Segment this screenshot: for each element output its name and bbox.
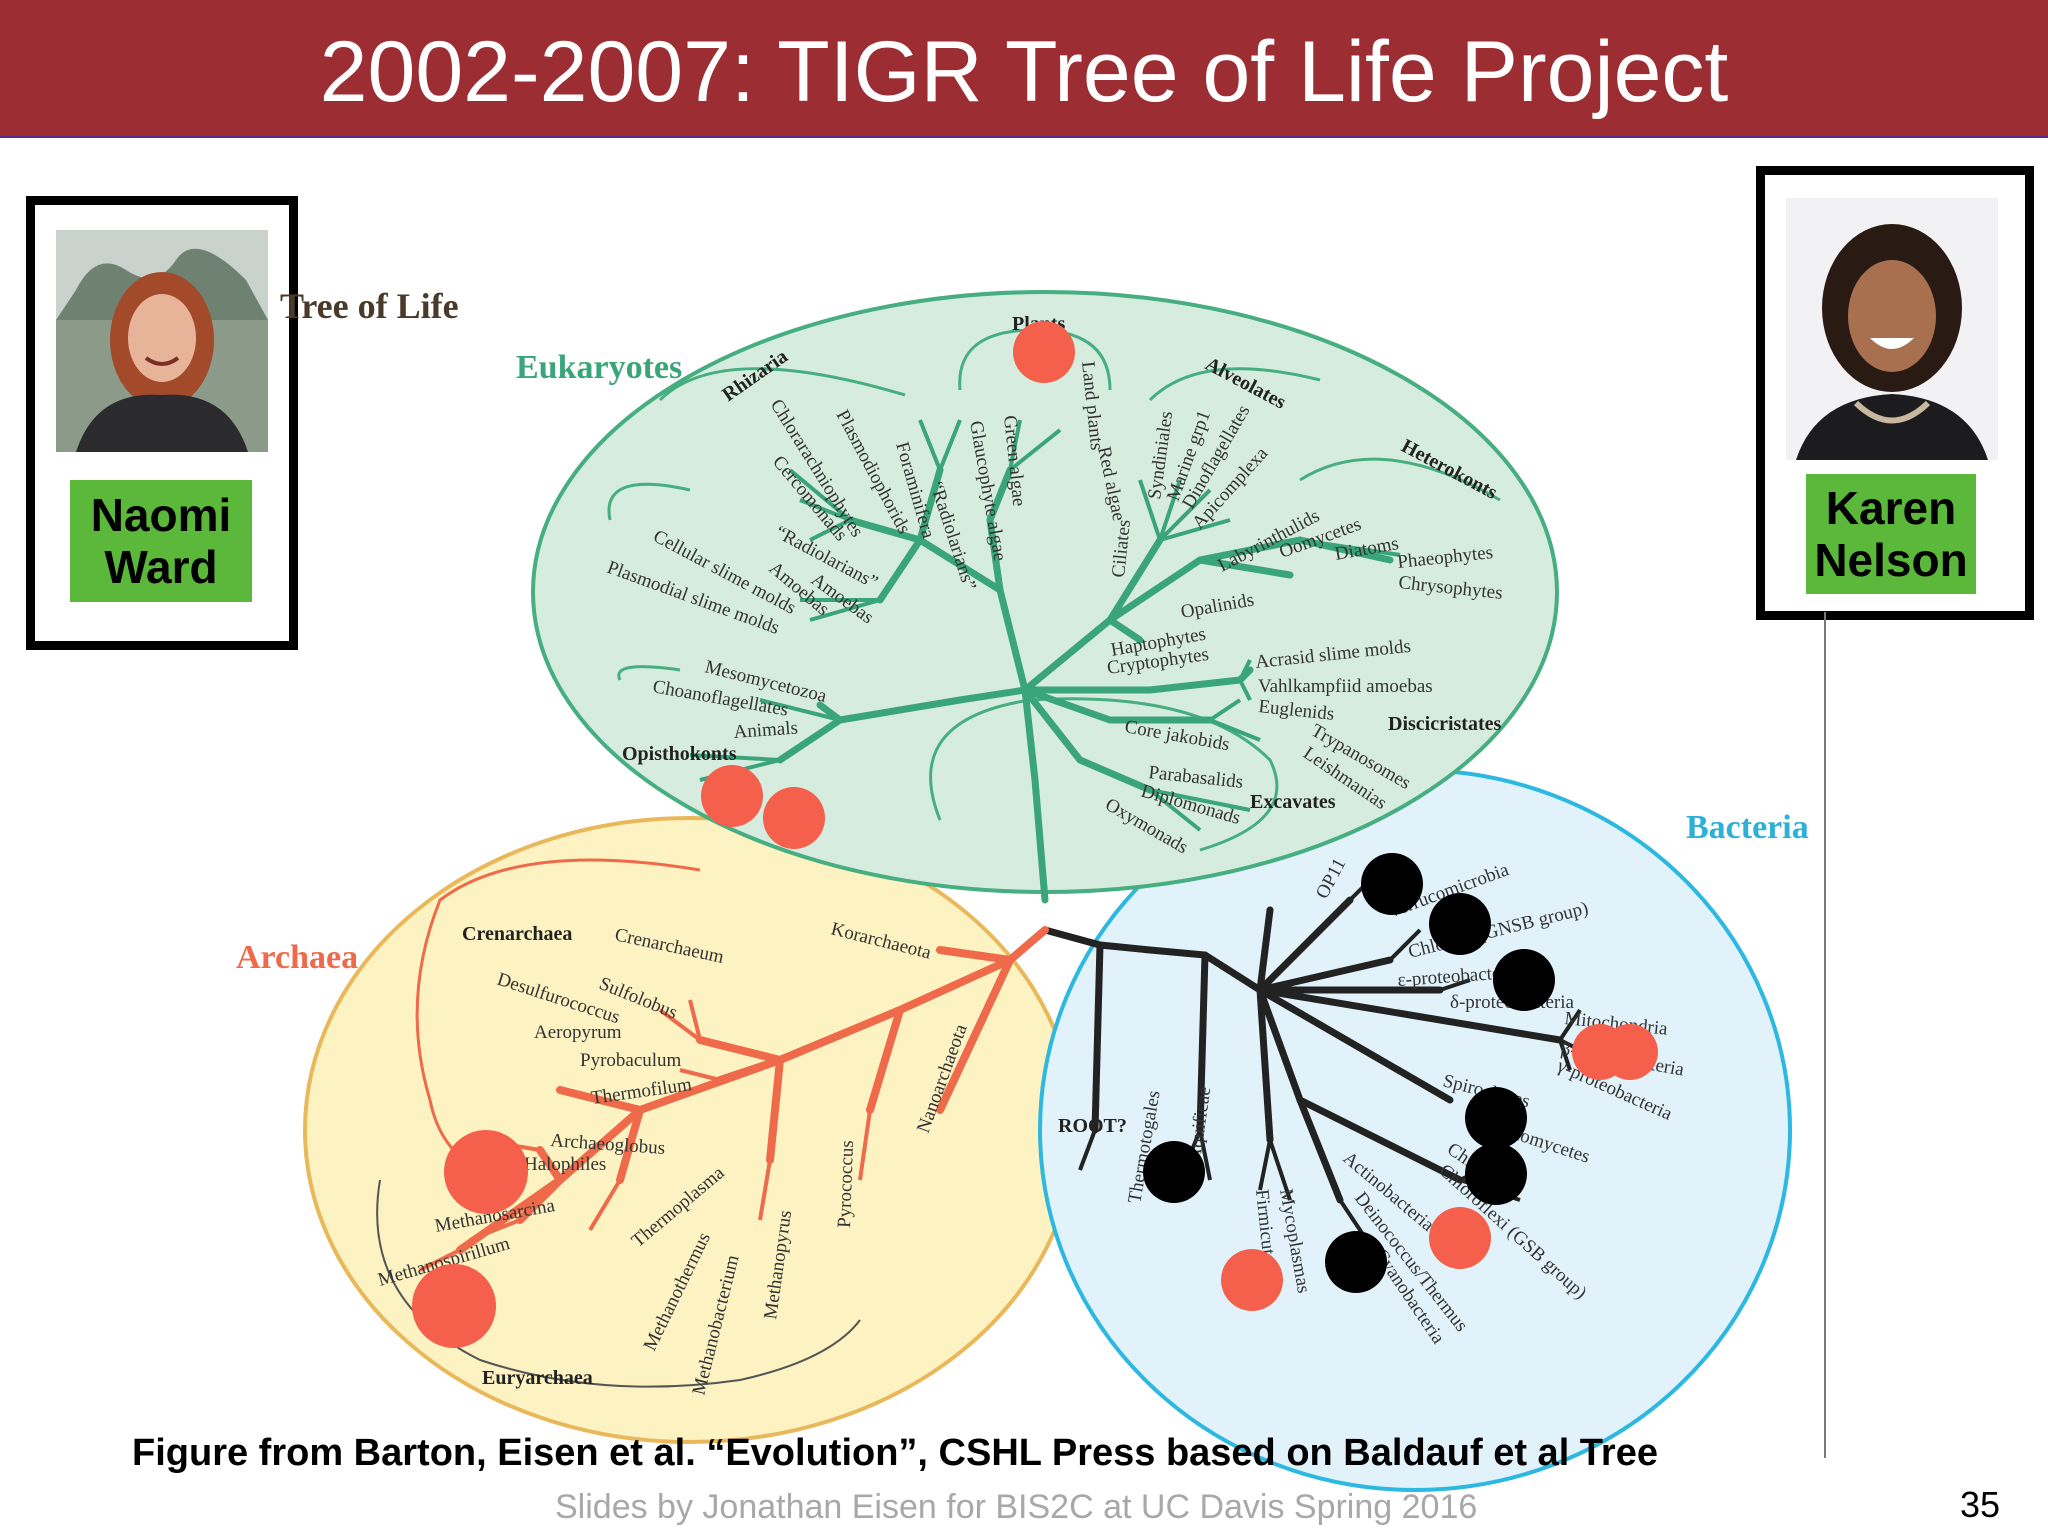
taxon-animals: Animals — [733, 718, 799, 743]
eukaryotes-label: Eukaryotes — [516, 349, 682, 386]
black-marker — [1361, 853, 1423, 915]
slide-title: 2002-2007: TIGR Tree of Life Project — [319, 24, 1729, 120]
red-marker — [1429, 1207, 1491, 1269]
taxon-halophiles: Halophiles — [524, 1154, 606, 1175]
group-crenarchaea: Crenarchaea — [462, 923, 572, 945]
root-label: ROOT? — [1058, 1115, 1127, 1137]
red-marker — [412, 1264, 496, 1348]
karen-nelson-photo — [1786, 198, 1998, 460]
karen-name-line2: Nelson — [1814, 534, 1968, 586]
red-marker — [1221, 1249, 1283, 1311]
taxon-pyrobaculum: Pyrobaculum — [580, 1050, 682, 1071]
group-excavates: Excavates — [1250, 791, 1336, 813]
karen-name-line1: Karen — [1825, 482, 1957, 534]
red-marker — [763, 787, 825, 849]
bacteria-label: Bacteria — [1686, 809, 1809, 846]
red-marker — [444, 1130, 528, 1214]
naomi-name-line2: Ward — [104, 541, 218, 593]
group-discicristates: Discicristates — [1388, 713, 1502, 735]
black-marker — [1465, 1143, 1527, 1205]
black-marker — [1143, 1141, 1205, 1203]
figure-caption: Figure from Barton, Eisen et al. “Evolut… — [132, 1432, 1658, 1474]
figure-heading: Tree of Life — [280, 286, 459, 326]
archaea-region — [303, 816, 1077, 1444]
taxon-vahlkampfiid-amoebas: Vahlkampfiid amoebas — [1258, 676, 1433, 697]
archaea-label: Archaea — [236, 939, 358, 976]
page-number: 35 — [1960, 1484, 2001, 1525]
naomi-name-line1: Naomi — [90, 489, 232, 541]
red-marker — [701, 765, 763, 827]
black-marker — [1325, 1231, 1387, 1293]
black-marker — [1465, 1087, 1527, 1149]
naomi-ward-photo — [56, 230, 268, 452]
title-bar: 2002-2007: TIGR Tree of Life Project — [0, 0, 2048, 138]
naomi-ward-label: Naomi Ward — [70, 480, 252, 602]
black-markers — [1143, 853, 1555, 1293]
taxon-aeropyrum: Aeropyrum — [534, 1022, 622, 1043]
red-markers — [412, 321, 1658, 1348]
group-euryarchaea: Euryarchaea — [482, 1367, 593, 1389]
group-opisthokonts: Opisthokonts — [622, 743, 737, 765]
euryarchaea-arc — [376, 1179, 861, 1388]
black-marker — [1493, 949, 1555, 1011]
crenarchaea-arc — [415, 858, 701, 1172]
red-marker — [1602, 1024, 1658, 1080]
karen-nelson-label: Karen Nelson — [1806, 474, 1976, 594]
divider-line — [1824, 612, 1826, 1458]
slide-credit: Slides by Jonathan Eisen for BIS2C at UC… — [555, 1488, 1478, 1526]
black-marker — [1429, 893, 1491, 955]
taxon-pyrococcus: Pyrococcus — [834, 1140, 858, 1228]
red-marker — [1013, 321, 1075, 383]
